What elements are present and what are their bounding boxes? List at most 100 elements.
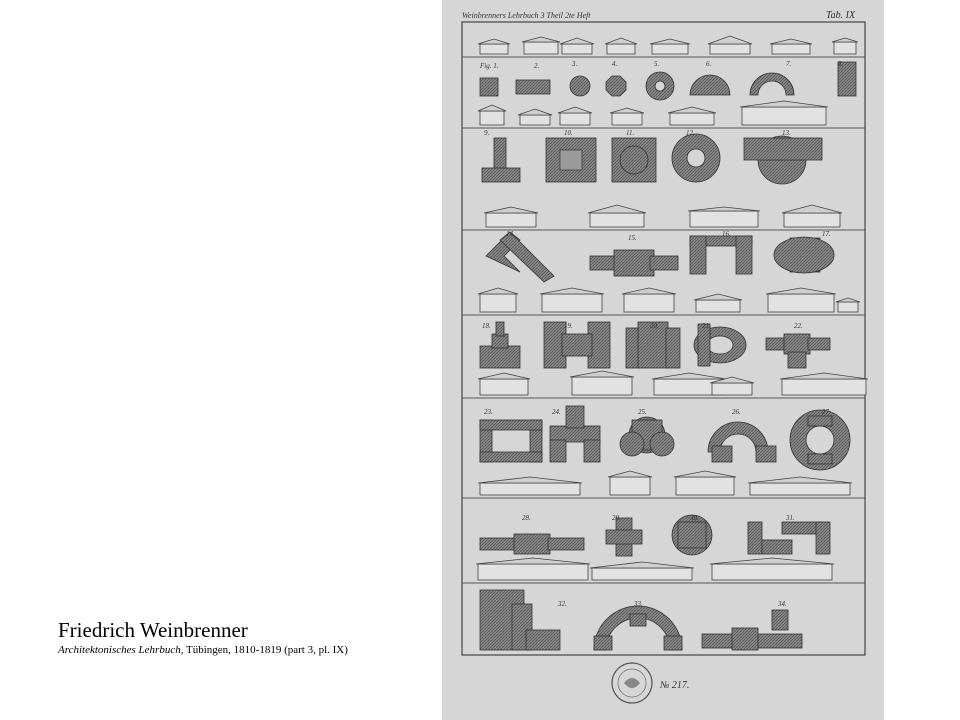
elevation-wall — [689, 210, 759, 228]
plan-block — [771, 609, 789, 631]
elevation-wall — [695, 299, 741, 313]
plan-block — [783, 333, 811, 355]
stamp-number: № 217. — [659, 680, 689, 691]
elevation-roof — [709, 376, 755, 384]
plan-block — [755, 445, 777, 463]
fig-label: 18. — [482, 322, 491, 330]
fig-label: 10. — [564, 129, 573, 137]
plan-octagon — [605, 75, 627, 97]
fig-label: 9. — [484, 129, 490, 137]
elevation-wall — [479, 293, 517, 313]
elevation-roof — [609, 107, 645, 114]
plan-block — [743, 137, 823, 161]
elevation-roof — [673, 470, 737, 478]
plan-courtyard — [706, 335, 734, 355]
stamp-emblem — [624, 678, 640, 688]
elevation-wall — [781, 378, 867, 396]
elevation-wall — [651, 43, 689, 55]
plan-block — [807, 453, 833, 465]
plan-block — [493, 137, 507, 171]
elevation-roof — [765, 287, 837, 295]
plan-block — [481, 167, 521, 183]
fig-label: 14. — [506, 230, 515, 238]
library-stamp-inner — [617, 668, 647, 698]
elevation-wall — [479, 43, 509, 55]
plan-block — [787, 351, 807, 369]
plan-block — [665, 327, 681, 369]
plan-block — [807, 415, 833, 427]
elevation-roof — [475, 557, 591, 565]
book-title: Architektonisches Lehrbuch, — [58, 644, 184, 656]
elevation-roof — [781, 204, 843, 214]
plate-drawing: Weinbrenners Lehrbuch 3 Theil 2te Heft T… — [461, 10, 869, 704]
library-stamp — [611, 662, 653, 704]
fig-label: 4. — [612, 60, 618, 68]
elevation-wall — [571, 376, 633, 396]
fig-label: 5. — [654, 60, 660, 68]
fig-label: 19. — [564, 322, 573, 330]
caption-title: Friedrich Weinbrenner — [58, 618, 248, 642]
plan-block — [479, 451, 543, 463]
plan-block — [629, 613, 647, 627]
elevation-wall — [669, 112, 715, 126]
plan-block — [583, 439, 601, 463]
fig-label: 2. — [534, 62, 540, 70]
elevation-wall — [559, 112, 591, 126]
elevation-roof — [589, 561, 695, 569]
plan-block — [735, 235, 753, 275]
plan-block — [495, 321, 505, 337]
elevation-wall — [561, 43, 593, 55]
plan-arc — [749, 72, 795, 96]
plan-block — [815, 521, 831, 555]
elevation-roof — [649, 38, 691, 45]
plan-courtyard — [805, 425, 835, 455]
elevation-wall — [833, 41, 857, 55]
elevation-roof — [559, 37, 595, 45]
elevation-wall — [591, 567, 693, 581]
book-details: Tübingen, 1810-1819 (part 3, pl. IX) — [183, 644, 348, 656]
elevation-roof — [835, 297, 861, 303]
plan-rotunda — [619, 145, 649, 175]
elevation-roof — [769, 38, 813, 45]
elevation-roof — [831, 37, 859, 43]
plate-border — [461, 21, 866, 656]
caption: Friedrich Weinbrenner Architektonisches … — [58, 618, 438, 657]
elevation-roof — [521, 36, 561, 43]
caption-subtitle: Architektonisches Lehrbuch, Tübingen, 18… — [58, 643, 438, 657]
plan-block — [547, 537, 585, 551]
elevation-roof — [607, 470, 653, 478]
plan-rotunda — [619, 431, 645, 457]
elevation-roof — [477, 104, 507, 112]
plan-block — [837, 61, 857, 97]
elevation-roof — [483, 206, 539, 214]
plan-rotunda — [569, 75, 591, 97]
elevation-wall — [709, 43, 751, 55]
plan-block — [513, 533, 551, 555]
plan-block — [663, 635, 683, 651]
fig-label: 32. — [557, 600, 567, 608]
plan-block — [561, 333, 593, 357]
elevation-roof — [707, 35, 753, 45]
elevation-wall — [609, 476, 651, 496]
fig-label: 7. — [786, 60, 792, 68]
elevation-roof — [587, 204, 647, 214]
plate-header-right: Tab. IX — [826, 10, 856, 21]
elevation-wall — [479, 378, 529, 396]
elevation-wall — [771, 43, 811, 55]
plan-block — [479, 419, 543, 431]
elevation-roof — [747, 476, 853, 484]
elevation-roof — [477, 476, 583, 484]
plate-header-left: Weinbrenners Lehrbuch 3 Theil 2te Heft — [462, 11, 591, 20]
fig-label: 26. — [732, 408, 741, 416]
elevation-wall — [541, 293, 603, 313]
elevation-wall — [477, 563, 589, 581]
fig-label: 3. — [571, 60, 578, 68]
plan-courtyard — [686, 148, 706, 168]
fig-label: 16. — [722, 230, 731, 238]
fig-label: 24. — [552, 408, 561, 416]
fig-label: 25. — [638, 408, 647, 416]
plan-block — [711, 445, 733, 463]
elevation-roof — [569, 370, 635, 378]
plate-figures: Fig. 1.2.3.4.5.6.7.8.9.10.11.12.13.14.15… — [462, 35, 869, 651]
